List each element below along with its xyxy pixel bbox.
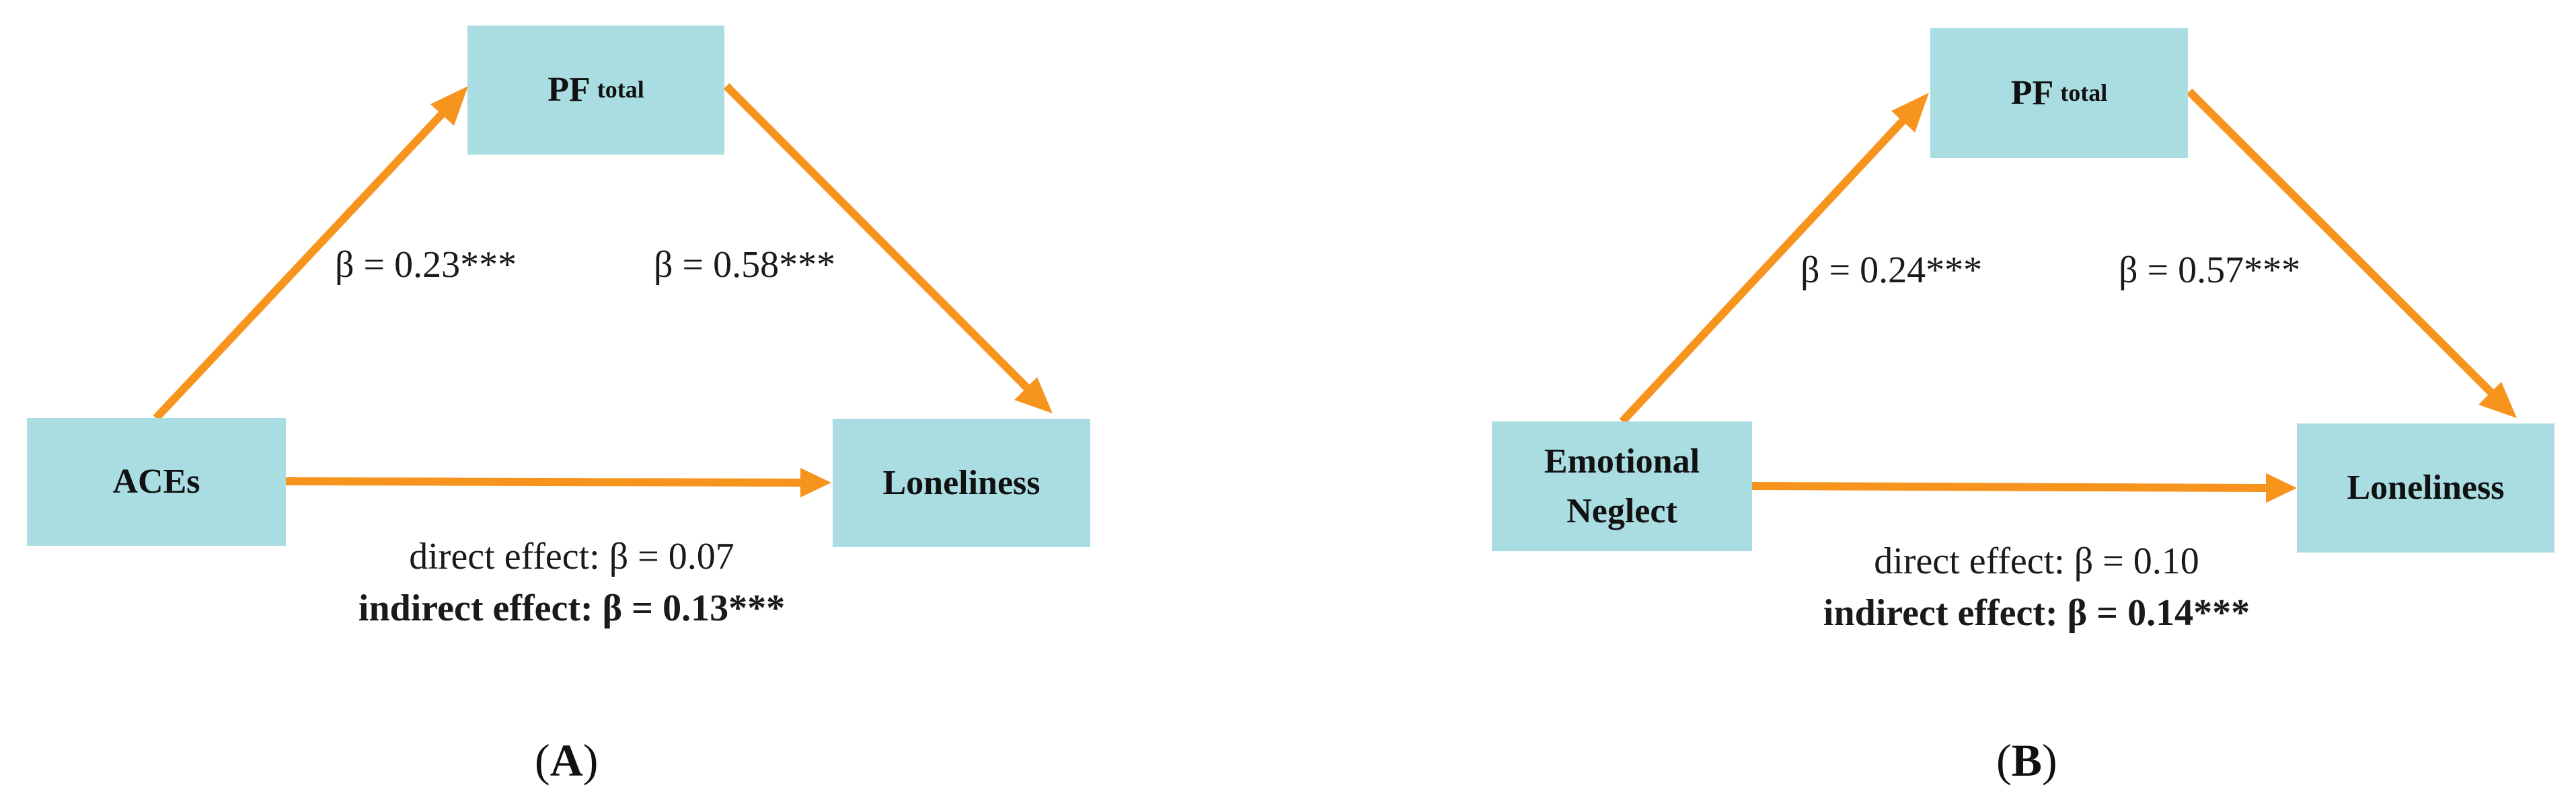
arrow-predictor-to-outcome (1751, 482, 2267, 492)
direct-effect-value: β = 0.10 (2074, 540, 2199, 582)
predictor-node: ACEs (27, 418, 286, 546)
arrowhead-predictor-to-outcome (2266, 473, 2297, 503)
effects-block: direct effect: β = 0.10 indirect effect:… (1734, 536, 2339, 640)
path-b-coefficient: β = 0.57*** (2119, 249, 2301, 291)
panel-letter: A (550, 735, 583, 786)
direct-effect-label: direct effect: (1874, 540, 2065, 582)
indirect-effect-label: indirect effect: (358, 587, 593, 630)
direct-effect-label: direct effect: (409, 536, 600, 577)
arrows-layer (1619, 88, 2517, 503)
mediator-subscript: total (597, 76, 644, 104)
outcome-node: Loneliness (833, 419, 1090, 547)
arrow-mediator-to-outcome (723, 83, 1036, 397)
direct-effect-line: direct effect: β = 0.10 (1734, 536, 2339, 587)
path-a-coefficient: β = 0.23*** (335, 244, 517, 286)
arrow-predictor-to-mediator (1619, 110, 1914, 425)
effects-block: direct effect: β = 0.07 indirect effect:… (269, 531, 874, 635)
predictor-label: Emotional Neglect (1544, 442, 1700, 530)
arrow-mediator-to-outcome (2186, 88, 2500, 401)
predictor-node: Emotional Neglect (1492, 421, 1752, 551)
path-a-coefficient: β = 0.24*** (1801, 249, 1983, 291)
mediator-subscript: total (2060, 79, 2108, 106)
outcome-label: Loneliness (2347, 469, 2505, 508)
indirect-effect-value: β = 0.14*** (2067, 592, 2250, 635)
arrowhead-mediator-to-outcome (1014, 377, 1053, 413)
arrowhead-predictor-to-outcome (800, 468, 831, 497)
predictor-label: ACEs (112, 462, 200, 501)
panel-label: (A) (535, 735, 599, 786)
indirect-effect-line: indirect effect: β = 0.13*** (269, 583, 874, 635)
path-b-coefficient: β = 0.58*** (654, 244, 836, 286)
mediator-label: PF (2010, 73, 2054, 112)
outcome-label: Loneliness (882, 463, 1040, 502)
arrow-predictor-to-outcome (285, 477, 802, 487)
indirect-effect-value: β = 0.13*** (602, 587, 786, 630)
direct-effect-value: β = 0.07 (609, 536, 734, 577)
arrow-predictor-to-mediator (153, 103, 453, 421)
mediator-label: PF (547, 71, 591, 110)
panel-label: (B) (1996, 735, 2057, 786)
outcome-node: Loneliness (2297, 423, 2554, 553)
arrowhead-predictor-to-mediator (1891, 93, 1929, 132)
indirect-effect-label: indirect effect: (1823, 592, 2058, 635)
arrows-layer (153, 83, 1053, 497)
direct-effect-line: direct effect: β = 0.07 (269, 531, 874, 583)
arrowhead-predictor-to-mediator (430, 86, 468, 126)
arrowhead-mediator-to-outcome (2478, 382, 2517, 418)
indirect-effect-line: indirect effect: β = 0.14*** (1734, 587, 2339, 639)
panel-letter: B (2011, 735, 2043, 786)
